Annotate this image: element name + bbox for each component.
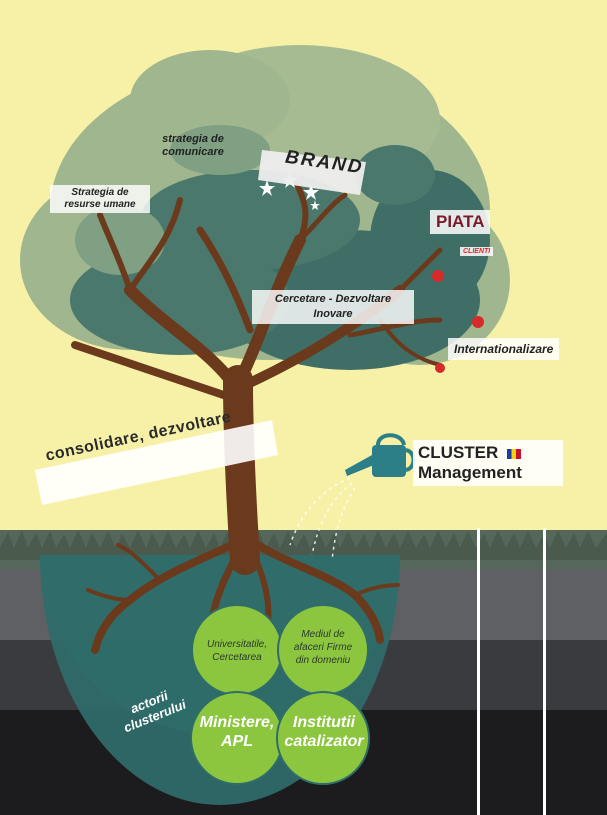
- flag-icon: [507, 448, 522, 459]
- internationalizare-label: Internationalizare: [448, 338, 560, 360]
- actor-institutii-label: Institutii catalizator: [284, 714, 364, 750]
- tree-trunk-branches: [71, 177, 443, 575]
- strategia-resurse-label: Strategia de resurse umane: [50, 185, 150, 213]
- actor-circles: [190, 604, 370, 785]
- management-label: Management: [418, 463, 522, 482]
- apple-icon: [432, 270, 444, 282]
- grass-blades: [0, 530, 607, 560]
- apple-icon: [472, 316, 484, 328]
- actor-mediul-label: Mediul de afaceri Firme din domeniu: [293, 629, 353, 666]
- stake-line: [477, 528, 480, 815]
- clienti-label: CLIENTI: [460, 247, 494, 256]
- actor-circle-institutii: [276, 691, 370, 785]
- water-stream: [289, 477, 356, 561]
- tree-roots: [86, 541, 400, 654]
- stake-line: [543, 528, 546, 815]
- consolidare-banner: [35, 420, 278, 505]
- piata-label: PIATA: [430, 210, 491, 234]
- actor-ministere-label: Ministere, APL: [199, 714, 275, 750]
- cluster-label: CLUSTER: [418, 443, 558, 463]
- apple-icon: [435, 363, 445, 373]
- cercetare-label: Cercetare - Dezvoltare Inovare: [252, 290, 414, 324]
- watering-can-icon: [345, 433, 416, 477]
- actor-universitatile-label: Universitatile, Cercetarea: [206, 639, 268, 663]
- strategia-comunicare-label: strategia de comunicare: [162, 133, 224, 158]
- brand-banner: [258, 150, 366, 195]
- cluster-management-box: CLUSTER Management: [413, 440, 563, 486]
